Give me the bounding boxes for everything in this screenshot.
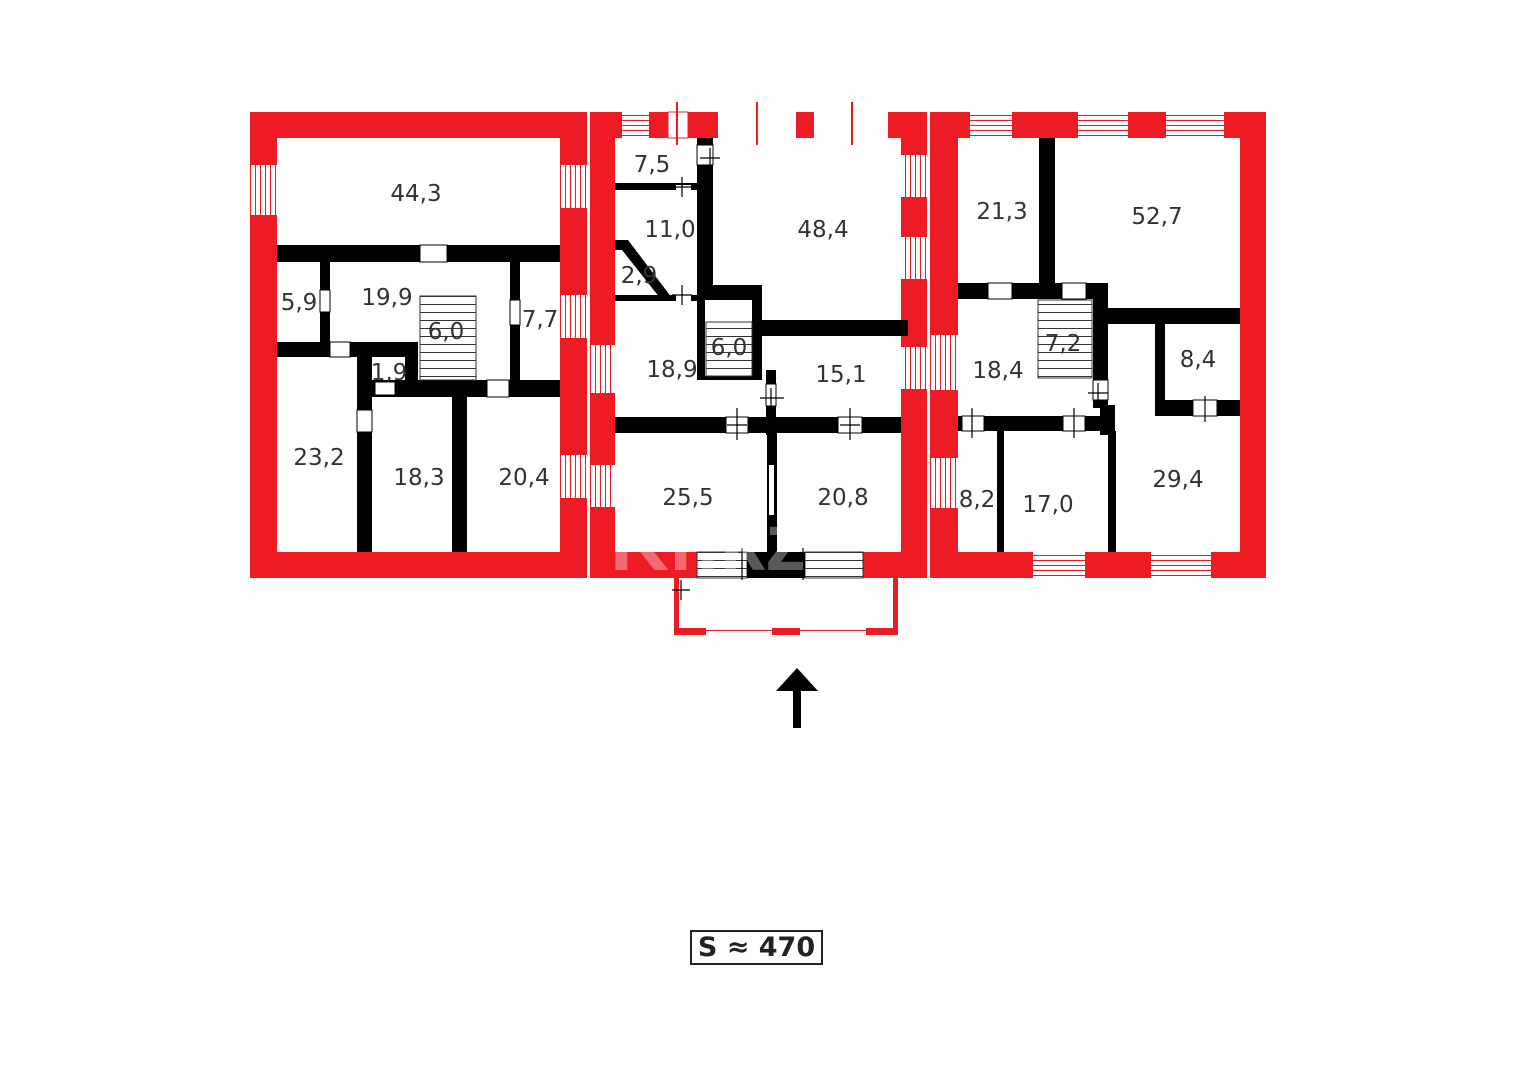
room-area: 17,0 <box>1022 492 1073 518</box>
interior-wall <box>452 397 467 552</box>
door <box>329 341 351 358</box>
room-area: 48,4 <box>797 217 848 243</box>
room-area: 1,9 <box>371 360 408 386</box>
room-area: 5,9 <box>281 290 318 316</box>
room-area: 15,1 <box>815 362 866 388</box>
interior-wall <box>1155 324 1165 416</box>
stairs-icon <box>1037 299 1093 379</box>
room-area: 29,4 <box>1152 467 1203 493</box>
window <box>560 455 587 498</box>
block-middle <box>590 102 927 635</box>
door <box>1061 282 1087 300</box>
window <box>560 295 587 338</box>
entrance-door <box>696 551 748 579</box>
interior-wall <box>372 380 560 397</box>
room-area: 8,4 <box>1180 347 1217 373</box>
interior-wall <box>615 183 697 190</box>
window <box>901 347 927 389</box>
window <box>930 335 958 390</box>
door <box>961 415 985 432</box>
interior-wall <box>997 431 1004 552</box>
door <box>676 293 691 301</box>
window <box>970 112 1012 138</box>
door <box>319 289 331 313</box>
window <box>706 628 772 635</box>
entrance-door <box>804 551 864 579</box>
room-area: 7,5 <box>634 152 671 178</box>
window <box>590 465 615 507</box>
interior-wall <box>705 376 762 380</box>
door <box>486 379 510 398</box>
room-area: 11,0 <box>644 217 695 243</box>
room-area: 21,3 <box>976 199 1027 225</box>
room-area: 52,7 <box>1131 204 1182 230</box>
block-right <box>930 112 1266 578</box>
window <box>901 237 927 279</box>
door <box>356 409 373 433</box>
door <box>987 282 1013 300</box>
door <box>696 144 714 166</box>
window <box>622 112 649 138</box>
room-labels: 44,3 5,9 19,9 6,0 7,7 1,9 23,2 18,3 20,4… <box>281 152 1217 518</box>
interior-wall <box>762 320 908 336</box>
interior-wall <box>357 342 372 552</box>
interior-wall <box>615 295 697 301</box>
room-area: 18,4 <box>972 358 1023 384</box>
window <box>1078 112 1128 138</box>
block-left <box>250 112 587 578</box>
arrow-up-icon <box>776 668 818 728</box>
room-area: 23,2 <box>293 445 344 471</box>
room-area: 20,8 <box>817 485 868 511</box>
interior-wall <box>1039 138 1055 283</box>
room-area: 18,3 <box>393 465 444 491</box>
entrance-porch-inner <box>679 578 893 628</box>
interior-wall <box>1093 283 1108 408</box>
interior-wall <box>697 138 713 300</box>
room-area: 19,9 <box>361 285 412 311</box>
door-swing-marks <box>672 148 1206 600</box>
door <box>1092 379 1109 401</box>
interior-wall <box>615 240 672 298</box>
interior-wall <box>747 552 805 578</box>
interior-wall <box>697 285 762 300</box>
window <box>250 165 277 215</box>
total-area-label: S ≈ 470 <box>690 930 823 965</box>
door <box>769 465 774 515</box>
room-area: 6,0 <box>711 335 748 361</box>
door <box>509 299 521 326</box>
stairs-icon <box>705 321 753 377</box>
room-area: 7,2 <box>1045 331 1082 357</box>
room-area: 44,3 <box>390 181 441 207</box>
room-area: 7,7 <box>522 307 559 333</box>
interior-wall <box>1108 431 1116 552</box>
window <box>1151 552 1211 578</box>
room-area: 6,0 <box>428 319 465 345</box>
room-area: 20,4 <box>498 465 549 491</box>
window <box>560 165 587 208</box>
door <box>374 381 396 396</box>
interior-wall <box>372 342 412 357</box>
room-area: 18,9 <box>646 357 697 383</box>
window <box>930 458 958 508</box>
watermark: Kr.kz <box>610 497 806 588</box>
window <box>901 155 927 197</box>
stairs-icon <box>419 295 477 381</box>
window <box>1166 112 1224 138</box>
interior-wall <box>697 300 705 380</box>
interior-wall <box>1108 308 1240 324</box>
window <box>590 345 615 393</box>
window <box>800 628 866 635</box>
interior-wall <box>277 245 560 262</box>
room-area: 2,9 <box>621 263 658 289</box>
door <box>419 244 448 263</box>
interior-wall <box>615 417 901 433</box>
interior-wall <box>752 285 762 380</box>
room-area: 25,5 <box>662 485 713 511</box>
room-area: 8,2 <box>959 487 996 513</box>
window <box>1033 552 1085 578</box>
